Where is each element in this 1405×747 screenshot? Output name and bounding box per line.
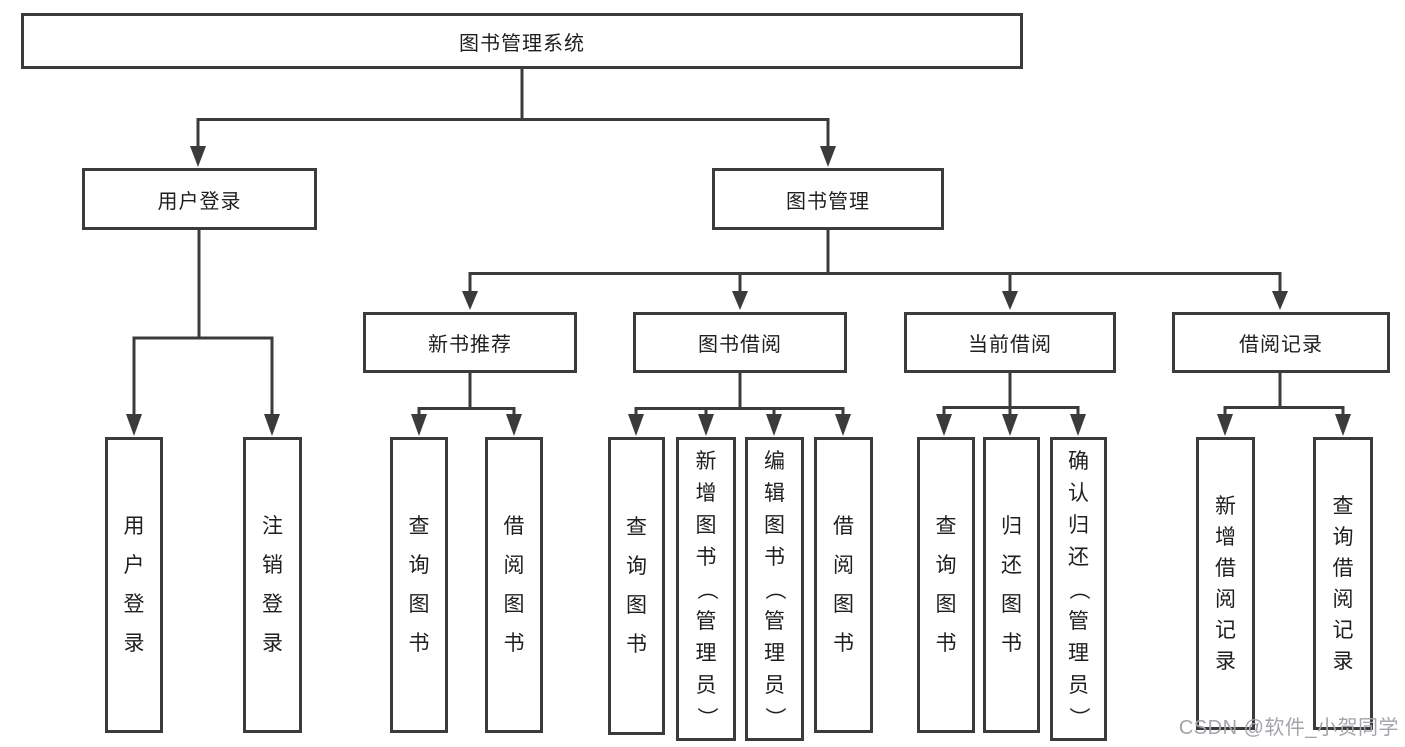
node-leaf-query-borrow-record: 查询借阅记录 [1313, 437, 1373, 730]
node-leaf-logout-login: 注销登录 [243, 437, 302, 733]
node-label: 查询借阅记录 [1332, 494, 1354, 673]
node-root: 图书管理系统 [21, 13, 1023, 69]
node-leaf-add-books-admin: 新增图书（管理员） [676, 437, 736, 741]
node-label: 编辑图书（管理员） [763, 449, 786, 728]
node-label: 借阅图书 [833, 515, 854, 655]
node-label: 用户登录 [123, 515, 145, 655]
node-leaf-query-books-borrow: 查询图书 [608, 437, 665, 735]
node-label: 确认归还（管理员） [1067, 449, 1090, 728]
node-leaf-add-borrow-record: 新增借阅记录 [1196, 437, 1255, 730]
node-leaf-query-books-current: 查询图书 [917, 437, 975, 733]
node-label: 借阅记录 [1239, 334, 1323, 356]
node-leaf-user-login: 用户登录 [105, 437, 163, 733]
node-leaf-borrow-books-recommend: 借阅图书 [485, 437, 543, 733]
csdn-watermark: CSDN @软件_小贺同学 [1178, 717, 1399, 739]
node-leaf-borrow-books-borrow: 借阅图书 [814, 437, 873, 733]
node-label: 新书推荐 [428, 334, 512, 356]
arrowheads [126, 146, 1351, 436]
node-new-book-recommend: 新书推荐 [363, 312, 577, 373]
node-label: 图书管理系统 [459, 32, 585, 55]
node-label: 新增借阅记录 [1215, 494, 1236, 673]
node-book-borrow: 图书借阅 [633, 312, 847, 373]
node-leaf-edit-books-admin: 编辑图书（管理员） [745, 437, 804, 741]
node-label: 新增图书（管理员） [694, 449, 718, 728]
node-leaf-confirm-return-admin: 确认归还（管理员） [1050, 437, 1107, 741]
node-label: 归还图书 [1001, 515, 1022, 655]
node-borrow-record: 借阅记录 [1172, 312, 1390, 373]
node-label: 注销登录 [262, 515, 283, 655]
node-label: 查询图书 [408, 515, 430, 655]
node-leaf-query-books-recommend: 查询图书 [390, 437, 448, 733]
node-label: 用户登录 [157, 190, 242, 213]
node-leaf-return-books: 归还图书 [983, 437, 1040, 733]
node-current-borrow: 当前借阅 [904, 312, 1116, 373]
node-label: 图书借阅 [698, 334, 782, 356]
node-user-login: 用户登录 [82, 168, 317, 230]
node-label: 借阅图书 [503, 515, 525, 655]
node-book-management: 图书管理 [712, 168, 944, 230]
node-label: 当前借阅 [968, 334, 1052, 356]
node-label: 查询图书 [935, 515, 957, 655]
node-label: 图书管理 [786, 190, 870, 213]
node-label: 查询图书 [626, 516, 647, 656]
